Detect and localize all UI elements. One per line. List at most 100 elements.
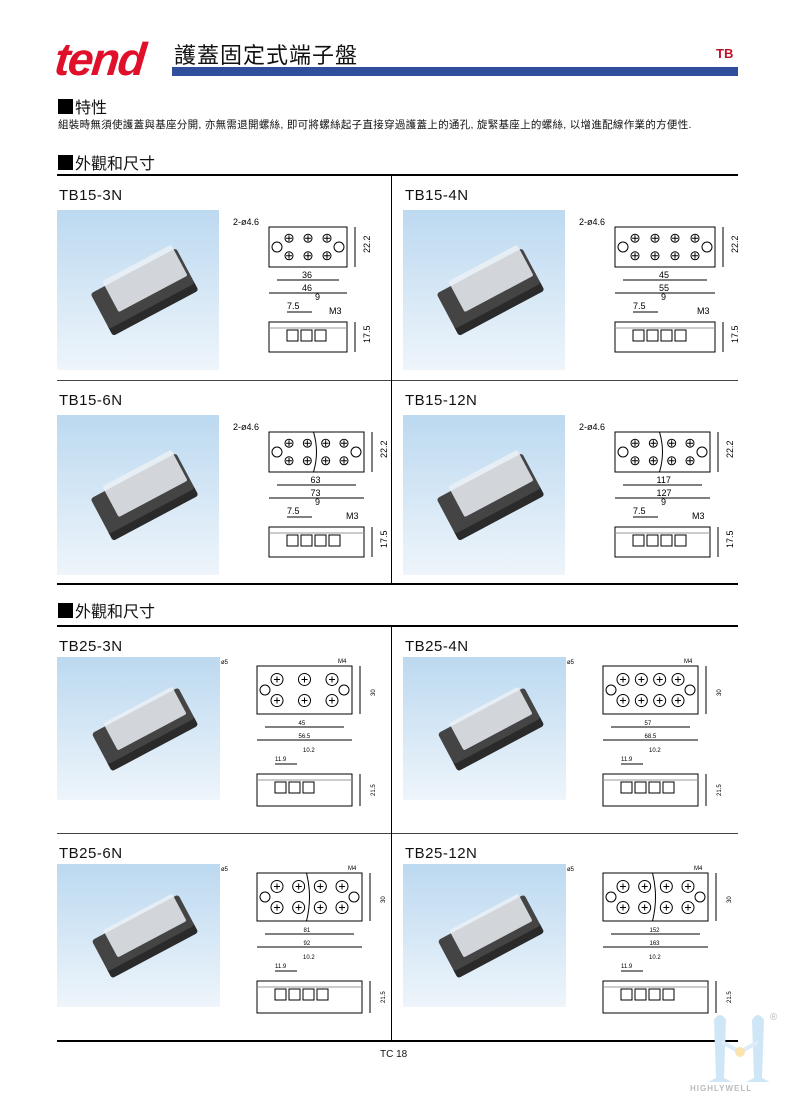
product-name: TB25-6N [59, 845, 123, 862]
product-name: TB25-12N [405, 845, 478, 862]
dim-label-pa: 7.5 [287, 506, 300, 516]
dim-label-sideh: 17.5 [730, 325, 740, 343]
dim-label-inner: 45 [299, 721, 306, 727]
dim-label-screw: M3 [329, 306, 342, 316]
page-number: TC 18 [380, 1049, 408, 1060]
product-photo [57, 657, 220, 800]
brand-logo: tend [52, 33, 147, 85]
divider [57, 380, 738, 381]
registered-mark: ® [770, 1012, 778, 1023]
highlywell-text: HIGHLYWELL [690, 1084, 753, 1093]
dim-label-sideh: 17.5 [379, 530, 389, 548]
dim-label-hole: 2-ø4.6 [579, 217, 605, 227]
product-photo [403, 415, 565, 575]
product-name: TB15-4N [405, 187, 469, 204]
dim-label-sideh: 21.5 [727, 991, 733, 1003]
dim-label-height: 22.2 [379, 440, 389, 458]
dim-label-pa: 11.9 [621, 757, 633, 763]
product-photo [403, 210, 565, 370]
dim-label-sideh: 21.5 [371, 784, 377, 796]
dim-label-screw: M4 [684, 659, 693, 665]
dim-label-sideh: 17.5 [725, 530, 735, 548]
dim-label-inner: 81 [304, 928, 311, 934]
product-name: TB15-3N [59, 187, 123, 204]
product-name: TB15-12N [405, 392, 478, 409]
dim-label-outer: 127 [657, 488, 672, 498]
dim-label-inner: 117 [657, 475, 671, 485]
dim-label-pb: 9 [315, 292, 320, 302]
dim-label-pa: 11.9 [621, 964, 633, 970]
divider [391, 175, 392, 583]
dim-label-screw: M3 [697, 306, 710, 316]
highlywell-logo: ® [708, 1012, 778, 1082]
product-photo [403, 657, 566, 800]
bullet-square [58, 602, 73, 618]
dim-label-sideh: 21.5 [381, 991, 387, 1003]
dim-label-hole: 2-ø4.6 [579, 422, 605, 432]
dim-label-height: 30 [727, 896, 733, 903]
dim-label-inner: 36 [302, 270, 312, 280]
product-photo [57, 864, 220, 1007]
product-name: TB25-4N [405, 638, 469, 655]
dim-label-hole: 2-ø4.6 [233, 217, 259, 227]
dim-label-pb: 9 [315, 497, 320, 507]
dim-label-inner: 57 [645, 721, 652, 727]
divider [57, 1040, 738, 1042]
dim-label-hole: ø5 [567, 867, 575, 873]
divider [391, 626, 392, 1040]
dim-label-screw: M3 [346, 511, 359, 521]
dim-label-screw: M4 [694, 866, 703, 872]
dim-label-hole: ø5 [221, 660, 229, 666]
product-cell: TB25-12N 152 163 30 ø5 M4 11.9 10.2 21.5 [403, 833, 737, 1038]
dim-label-outer: 56.5 [299, 734, 311, 740]
dim-label-sideh: 17.5 [362, 325, 372, 343]
dim-label-outer: 68.5 [645, 734, 657, 740]
bullet-square [58, 98, 73, 114]
dim-label-outer: 55 [659, 283, 669, 293]
features-heading: 特性 [58, 94, 107, 118]
dim-label-pa: 7.5 [287, 301, 300, 311]
product-photo [403, 864, 566, 1007]
dim-label-pb: 10.2 [649, 748, 661, 754]
dim-label-inner: 45 [659, 270, 669, 280]
dimension-drawing: 152 163 30 ø5 M4 11.9 10.2 21.5 [567, 866, 733, 1014]
dim-label-inner: 152 [650, 928, 661, 934]
divider [57, 583, 738, 585]
section-heading-text: 外觀和尺寸 [75, 604, 156, 621]
series-code: TB [716, 46, 734, 61]
divider [57, 174, 738, 176]
dim-label-sideh: 21.5 [717, 784, 723, 796]
dim-label-hole: ø5 [221, 867, 229, 873]
dim-label-screw: M4 [338, 659, 347, 665]
divider [57, 833, 738, 834]
dim-label-pb: 10.2 [649, 955, 661, 961]
section-heading: 外觀和尺寸 [58, 150, 155, 174]
divider [57, 625, 738, 627]
dim-label-outer: 163 [650, 941, 661, 947]
dim-label-pb: 9 [661, 497, 666, 507]
product-photo [57, 415, 219, 575]
dim-label-height: 22.2 [725, 440, 735, 458]
dim-label-pb: 10.2 [303, 748, 315, 754]
dim-label-hole: 2-ø4.6 [233, 422, 259, 432]
product-name: TB15-6N [59, 392, 123, 409]
features-text: 組裝時無須使護蓋與基座分開, 亦無需退開螺絲, 即可將螺絲起子直接穿過護蓋上的通… [58, 119, 692, 131]
dim-label-height: 22.2 [362, 235, 372, 253]
dim-label-inner: 63 [311, 475, 321, 485]
dim-label-outer: 92 [304, 941, 311, 947]
dim-label-height: 22.2 [730, 235, 740, 253]
title-bar [172, 67, 738, 76]
dim-label-pb: 9 [661, 292, 666, 302]
product-name: TB25-3N [59, 638, 123, 655]
